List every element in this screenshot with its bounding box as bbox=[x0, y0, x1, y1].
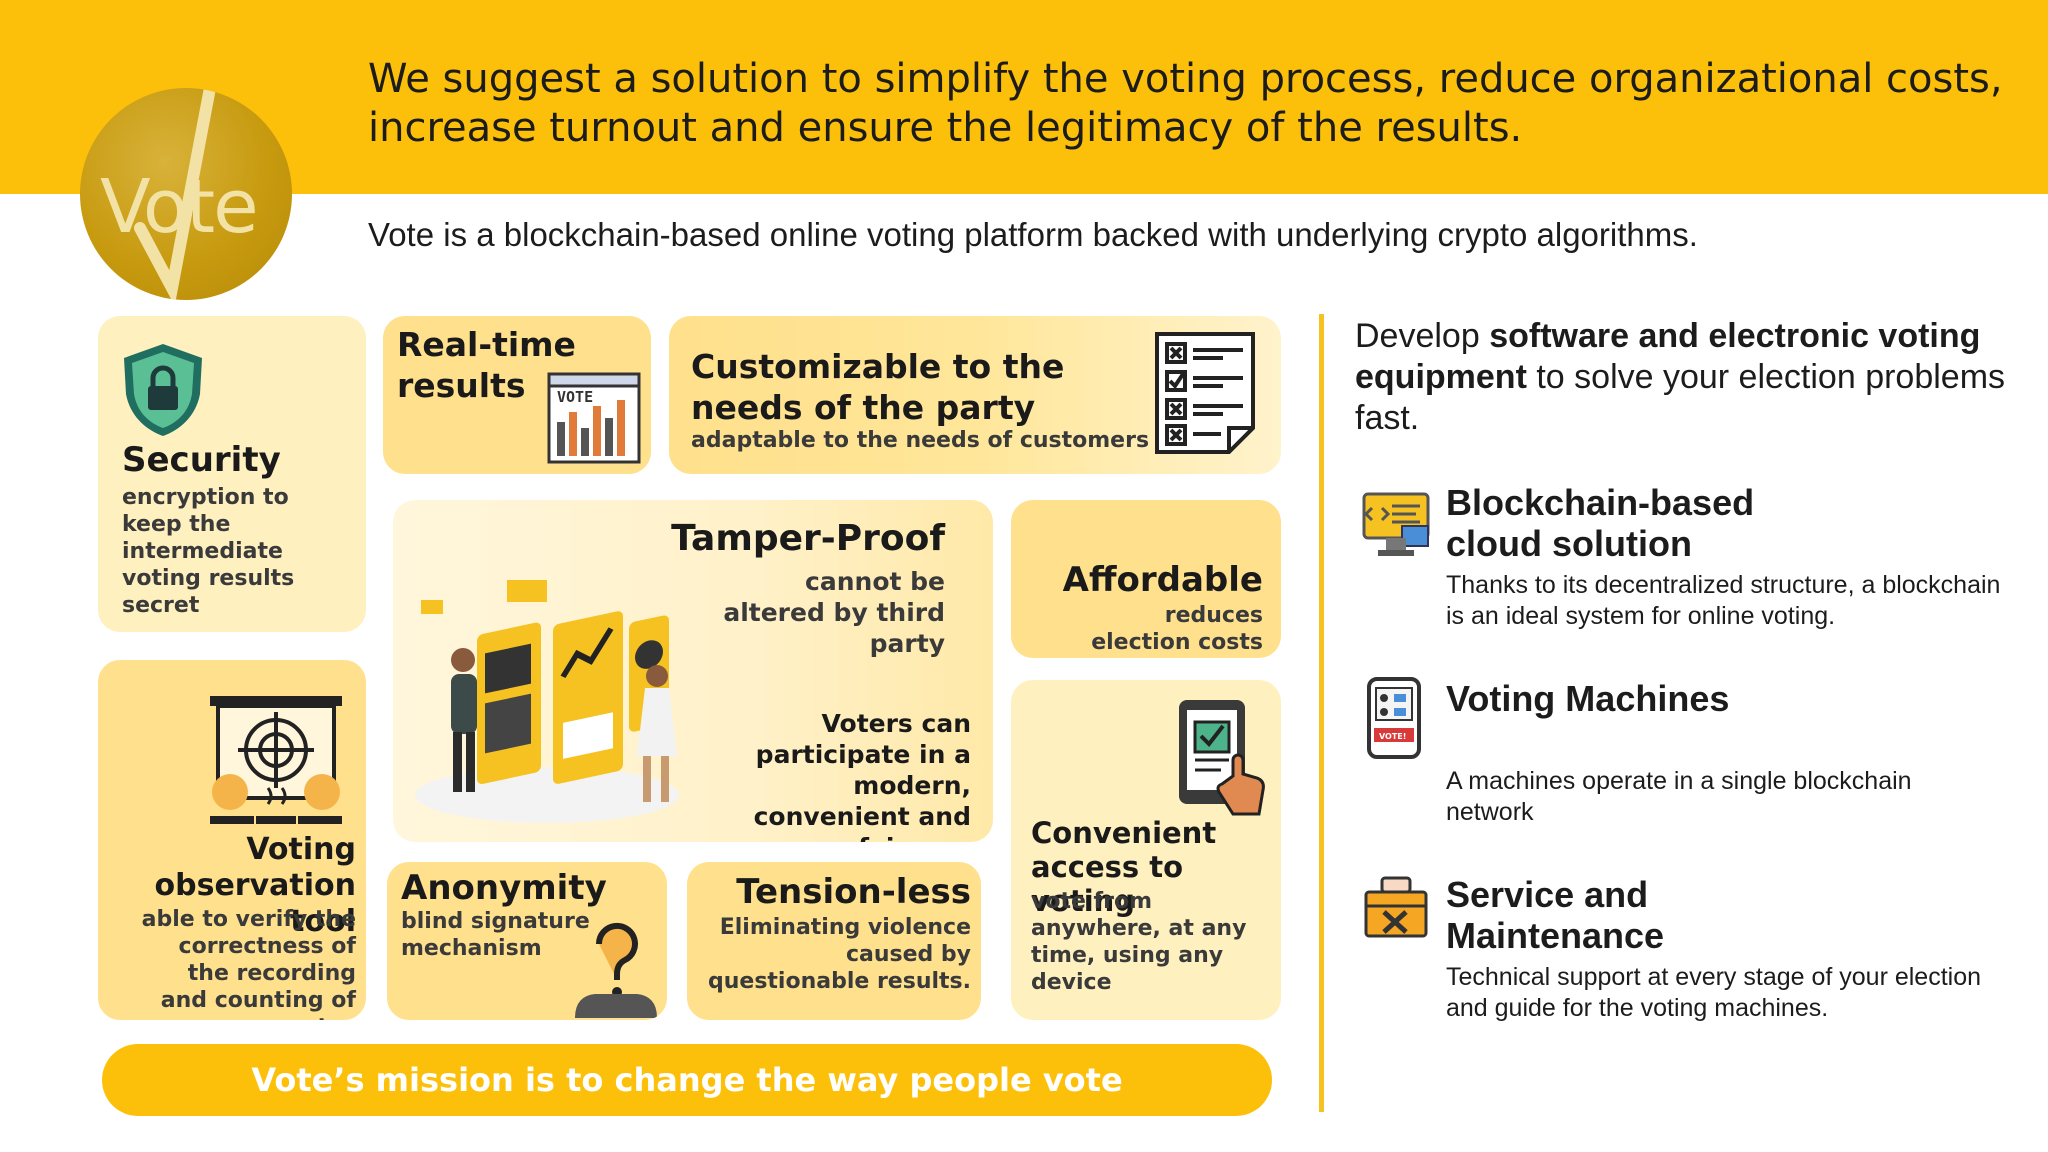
observation-screen-icon bbox=[210, 696, 342, 824]
card-anonymity: Anonymity blind signature mechanism bbox=[387, 862, 667, 1020]
tamper-title: Tamper-Proof bbox=[671, 518, 945, 559]
convenient-desc: vote from anywhere, at any time, using a… bbox=[1031, 889, 1247, 995]
checklist-icon bbox=[1155, 332, 1255, 454]
tension-title: Tension-less bbox=[736, 872, 971, 912]
card-tamper-proof: Tamper-Proof cannot be altered by third … bbox=[393, 500, 993, 842]
feature-2-title: Voting Machines bbox=[1446, 678, 1730, 719]
feature-2-desc: A machines operate in a single blockchai… bbox=[1446, 767, 1912, 826]
page-subtitle: Vote is a blockchain-based online voting… bbox=[368, 216, 1698, 253]
tamper-extra: Voters can participate in a modern, conv… bbox=[753, 709, 971, 842]
feature-3-title: Service and Maintenance bbox=[1446, 874, 1665, 956]
right-intro: Develop software and electronic voting e… bbox=[1355, 316, 2015, 439]
feature-3-desc: Technical support at every stage of your… bbox=[1446, 963, 1982, 1022]
card-customizable: Customizable to the needs of the party a… bbox=[669, 316, 1281, 474]
customizable-title: Customizable to the needs of the party bbox=[691, 347, 1065, 427]
checkmark-icon bbox=[134, 88, 216, 300]
cloud-code-monitor-icon bbox=[1362, 492, 1430, 556]
security-desc: encryption to keep the intermediate voti… bbox=[122, 485, 295, 618]
mission-banner: Vote’s mission is to change the way peop… bbox=[102, 1044, 1272, 1116]
convenient-title: Convenient access to voting bbox=[1031, 816, 1217, 918]
tablet-vote-icon bbox=[1179, 700, 1265, 816]
observation-title: Voting observation tool bbox=[154, 832, 356, 939]
intro-text-bold: software and electronic voting equipment bbox=[1355, 317, 1981, 396]
vertical-divider bbox=[1319, 314, 1324, 1112]
anonymity-desc: blind signature mechanism bbox=[401, 909, 590, 961]
people-dashboard-illustration bbox=[415, 580, 679, 823]
vote-chart-label: VOTE bbox=[557, 388, 594, 406]
voting-machine-icon bbox=[1367, 677, 1421, 759]
tension-desc: Eliminating violence caused by questiona… bbox=[707, 915, 971, 994]
affordable-desc: reduces election costs bbox=[1091, 603, 1263, 655]
header-banner bbox=[0, 0, 2048, 194]
card-tension-less: Tension-less Eliminating violence caused… bbox=[687, 862, 981, 1020]
intro-text-post: to solve your election problems fast. bbox=[1355, 358, 2006, 437]
vote-logo: Vote bbox=[80, 88, 292, 300]
intro-text-pre: Develop bbox=[1355, 317, 1490, 355]
card-security: Security encryption to keep the intermed… bbox=[98, 316, 366, 632]
page-headline: We suggest a solution to simplify the vo… bbox=[368, 56, 2003, 151]
shield-lock-icon bbox=[124, 344, 202, 436]
vote-chart-icon bbox=[547, 372, 641, 464]
anonymity-title: Anonymity bbox=[401, 868, 607, 908]
security-title: Security bbox=[122, 440, 281, 480]
toolbox-icon bbox=[1364, 876, 1428, 938]
card-convenient-access: Convenient access to voting vote from an… bbox=[1011, 680, 1281, 1020]
customizable-desc: adaptable to the needs of customers bbox=[691, 428, 1150, 453]
question-person-icon bbox=[575, 922, 657, 1018]
card-affordable: Affordable reduces election costs bbox=[1011, 500, 1281, 658]
observation-desc: able to verify the correctness of the re… bbox=[141, 907, 356, 1020]
feature-1-title: Blockchain-based cloud solution bbox=[1446, 482, 1755, 564]
voting-machine-label: VOTE! bbox=[1379, 732, 1407, 741]
logo-text: Vote bbox=[100, 164, 259, 250]
affordable-title: Affordable bbox=[1062, 560, 1263, 600]
tamper-desc: cannot be altered by third party bbox=[723, 567, 945, 658]
card-observation-tool: Voting observation tool able to verify t… bbox=[98, 660, 366, 1020]
feature-1-desc: Thanks to its decentralized structure, a… bbox=[1446, 571, 2001, 630]
realtime-title: Real-time results bbox=[397, 325, 576, 405]
card-realtime-results: Real-time results VOTE bbox=[383, 316, 651, 474]
